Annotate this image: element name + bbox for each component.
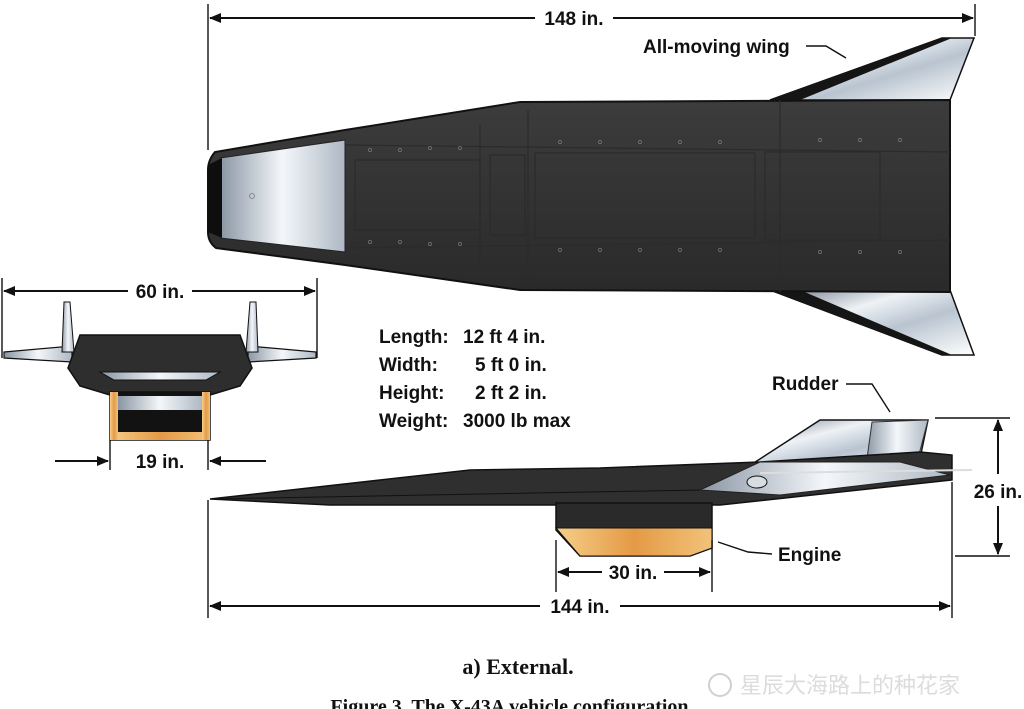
front-cowl (98, 371, 222, 381)
fuselage-top (207, 98, 951, 294)
engine-nozzle (554, 527, 713, 557)
rivets (249, 138, 902, 254)
inlet-width-dimension: 19 in. (136, 452, 185, 473)
nose-tip (208, 158, 222, 238)
front-fin-right (245, 301, 259, 353)
spec-weight-value: 3000 lb max (463, 411, 571, 432)
top-view: 148 in. (207, 4, 976, 356)
inlet-right-wall (202, 392, 210, 440)
front-fuselage (67, 334, 253, 396)
side-port (746, 475, 768, 489)
inlet-left-wall (110, 392, 118, 440)
side-height-dimension: 26 in. (974, 482, 1023, 503)
rudder-leader-line (846, 383, 891, 413)
front-width-dimension: 60 in. (136, 282, 185, 303)
side-wing-edge (759, 469, 973, 474)
spec-width-key: Width: (379, 355, 438, 376)
top-length-dimension: 148 in. (544, 9, 603, 30)
spec-length-value: 12 ft 4 in. (463, 327, 545, 348)
side-view: Rudder Engine 26 in. 30 in. 144 in. (207, 374, 1023, 618)
spec-weight-key: Weight: (379, 411, 448, 432)
watermark-logo-icon (708, 673, 732, 697)
lower-wing-leading-edge (770, 290, 952, 355)
side-length-dimension: 144 in. (550, 597, 609, 618)
engine-label: Engine (778, 545, 841, 566)
wing-leader-line (806, 45, 847, 59)
inlet-ramp (118, 396, 202, 410)
upper-wing-leading-edge (770, 38, 952, 100)
panel-lines (344, 100, 951, 292)
spec-table: Length: 12 ft 4 in. Width: 5 ft 0 in. He… (379, 327, 571, 432)
spec-length-key: Length: (379, 327, 449, 348)
spec-height-value: 2 ft 2 in. (475, 383, 547, 404)
front-fin-left (61, 301, 75, 353)
spec-height-key: Height: (379, 383, 444, 404)
engine-length-dimension: 30 in. (609, 563, 658, 584)
figure-title: Figure 3. The X-43A vehicle configuratio… (330, 696, 693, 709)
inlet-lower-lip (110, 432, 210, 440)
chine-line (209, 489, 701, 500)
spec-width-value: 5 ft 0 in. (475, 355, 547, 376)
watermark-text: 星辰大海路上的种花家 (740, 674, 960, 699)
figure-caption: a) External. (462, 654, 573, 679)
wing-label: All-moving wing (643, 37, 790, 58)
front-view: 60 in. 19 in. (1, 278, 318, 473)
rudder-label: Rudder (772, 374, 839, 395)
engine-leader-line (717, 541, 773, 555)
nose-cone (219, 139, 346, 253)
